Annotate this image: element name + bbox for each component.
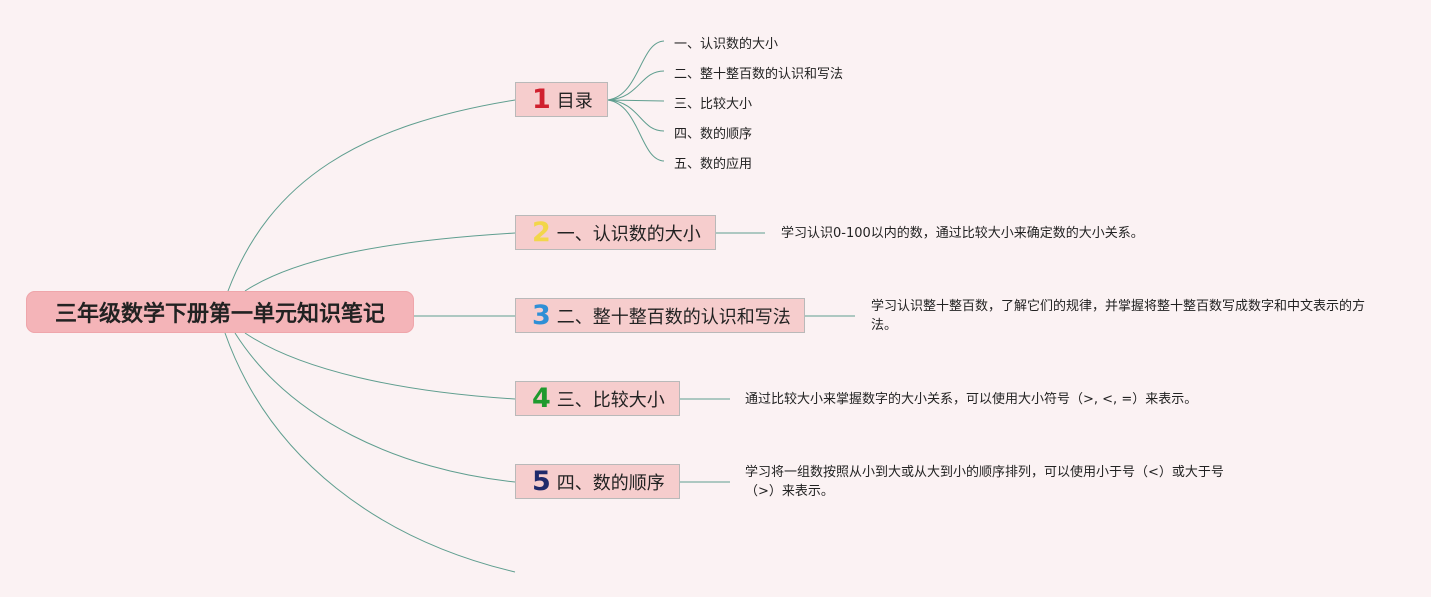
connector-toc-1 xyxy=(607,40,665,101)
toc-item[interactable]: 五、数的应用 xyxy=(674,157,753,172)
branch-number: 1 xyxy=(532,84,551,115)
branch-label: 四、数的顺序 xyxy=(556,472,665,494)
description-text: 学习认识整十整百数，了解它们的规律，并掌握将整十整百数写成数字和中文表示的方法。 xyxy=(871,299,1366,333)
connector-root-branch-2 xyxy=(244,232,516,292)
connector-root-branch-5 xyxy=(234,332,516,483)
root-node[interactable]: 三年级数学下册第一单元知识笔记 xyxy=(26,291,414,333)
description-text: 学习将一组数按照从小到大或从大到小的顺序排列，可以使用小于号（<）或大于号（>）… xyxy=(745,465,1224,499)
toc-item[interactable]: 二、整十整百数的认识和写法 xyxy=(674,67,844,82)
branch-node-number-size[interactable]: 2 一、认识数的大小 xyxy=(515,215,716,250)
branch-label: 一、认识数的大小 xyxy=(556,223,701,245)
branch-label: 二、整十整百数的认识和写法 xyxy=(556,306,791,328)
branch-node-compare[interactable]: 4 三、比较大小 xyxy=(515,381,680,416)
toc-item[interactable]: 三、比较大小 xyxy=(674,97,753,112)
connector-toc-4 xyxy=(607,99,665,132)
branch-node-order[interactable]: 5 四、数的顺序 xyxy=(515,464,680,499)
connector-toc-3 xyxy=(607,99,665,102)
branch-number: 5 xyxy=(532,466,551,497)
toc-item[interactable]: 四、数的顺序 xyxy=(674,127,753,142)
toc-item[interactable]: 一、认识数的大小 xyxy=(674,37,779,52)
root-title: 三年级数学下册第一单元知识笔记 xyxy=(54,302,385,327)
branch-node-tens-hundreds[interactable]: 3 二、整十整百数的认识和写法 xyxy=(515,298,805,333)
connector-root-branch-6 xyxy=(224,332,516,573)
connector-root-branch-1 xyxy=(227,99,516,292)
branch-label: 三、比较大小 xyxy=(556,389,665,411)
description-text: 通过比较大小来掌握数字的大小关系，可以使用大小符号（>, <, =）来表示。 xyxy=(745,392,1198,407)
connector-root-branch-4 xyxy=(244,332,516,400)
branch-number: 2 xyxy=(532,217,551,248)
branch-node-toc[interactable]: 1 目录 xyxy=(515,82,608,117)
connector-toc-5 xyxy=(607,99,665,162)
branch-number: 4 xyxy=(532,383,551,414)
branch-number: 3 xyxy=(532,300,551,331)
description-text: 学习认识0-100以内的数，通过比较大小来确定数的大小关系。 xyxy=(781,226,1144,241)
branch-label: 目录 xyxy=(556,90,593,112)
connector-toc-2 xyxy=(607,70,665,101)
